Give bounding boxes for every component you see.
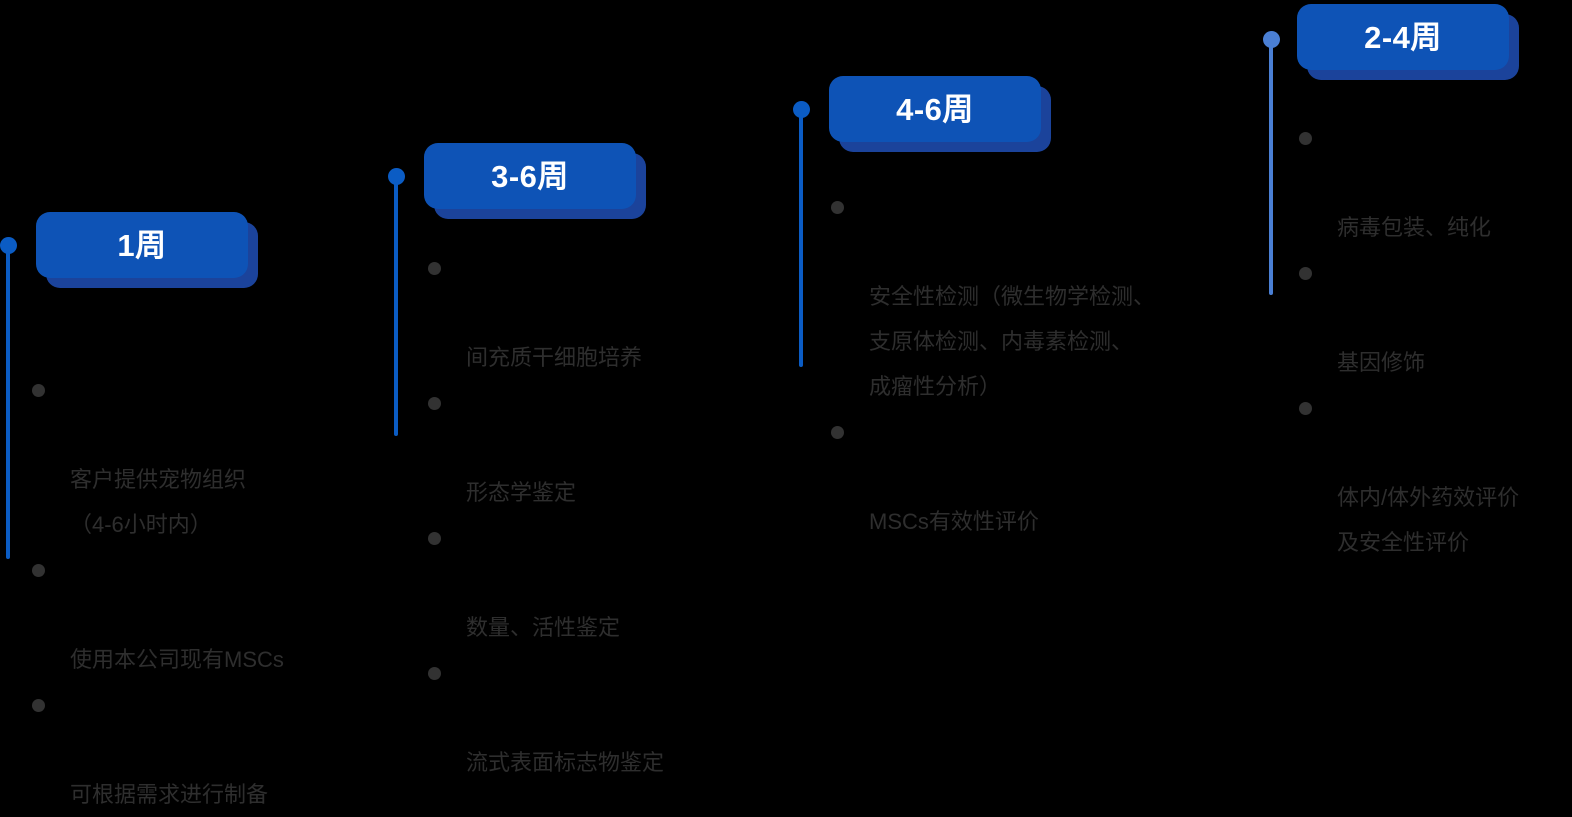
bullet-dot-icon <box>428 667 441 680</box>
timeline-node-dot-1 <box>0 237 17 254</box>
list-item: 流式表面标志物鉴定 <box>428 650 758 785</box>
list-item-text: 形态学鉴定 <box>466 480 577 505</box>
stage-item-list-2: 间充质干细胞培养 形态学鉴定 数量、活性鉴定 流式表面标志物鉴定 <box>428 245 758 785</box>
bullet-dot-icon <box>1299 132 1312 145</box>
bullet-dot-icon <box>428 532 441 545</box>
list-item: 病毒包装、纯化 <box>1299 115 1572 250</box>
stage-badge-body-4: 2-4周 <box>1297 4 1509 70</box>
stage-badge-2[interactable]: 3-6周 <box>424 143 646 219</box>
list-item: 安全性检测（微生物学检测、 支原体检测、内毒素检测、 成瘤性分析） <box>831 184 1221 409</box>
stage-badge-body-1: 1周 <box>36 212 248 278</box>
stage-badge-4[interactable]: 2-4周 <box>1297 4 1519 80</box>
list-item-text: MSCs有效性评价 <box>869 509 1039 534</box>
list-item: 基因修饰 <box>1299 250 1572 385</box>
timeline-node-dot-2 <box>387 168 405 185</box>
list-item: 数量、活性鉴定 <box>428 515 758 650</box>
stage-badge-3[interactable]: 4-6周 <box>829 76 1051 152</box>
stage-badge-label-4: 2-4周 <box>1364 19 1442 55</box>
stage-badge-label-3: 4-6周 <box>896 91 974 127</box>
list-item: 体内/体外药效评价 及安全性评价 <box>1299 385 1572 565</box>
list-item-text: 流式表面标志物鉴定 <box>466 750 665 775</box>
bullet-dot-icon <box>32 564 45 577</box>
stage-badge-label-2: 3-6周 <box>491 158 569 194</box>
timeline-connector-2 <box>387 168 405 436</box>
stage-badge-body-3: 4-6周 <box>829 76 1041 142</box>
stage-badge-label-1: 1周 <box>117 227 167 263</box>
bullet-dot-icon <box>1299 267 1312 280</box>
list-item: 客户提供宠物组织 （4-6小时内） <box>32 367 362 547</box>
bullet-dot-icon <box>831 426 844 439</box>
list-item-text: 数量、活性鉴定 <box>466 615 621 640</box>
bullet-dot-icon <box>831 201 844 214</box>
list-item: MSCs有效性评价 <box>831 409 1221 544</box>
list-item-text: 使用本公司现有MSCs <box>70 647 284 672</box>
stage-badge-1[interactable]: 1周 <box>36 212 258 288</box>
bullet-dot-icon <box>32 699 45 712</box>
list-item-text: 安全性检测（微生物学检测、 支原体检测、内毒素检测、 成瘤性分析） <box>869 284 1156 399</box>
stage-item-list-3: 安全性检测（微生物学检测、 支原体检测、内毒素检测、 成瘤性分析） MSCs有效… <box>831 184 1221 544</box>
timeline-connector-3 <box>792 101 810 367</box>
timeline-node-dot-4 <box>1262 31 1280 48</box>
list-item-text: 基因修饰 <box>1337 350 1426 375</box>
list-item-text: 病毒包装、纯化 <box>1337 215 1492 240</box>
list-item-text: 体内/体外药效评价 及安全性评价 <box>1337 485 1520 555</box>
bullet-dot-icon <box>428 397 441 410</box>
stage-item-list-1: 客户提供宠物组织 （4-6小时内） 使用本公司现有MSCs 可根据需求进行制备 <box>32 367 362 817</box>
list-item-text: 客户提供宠物组织 （4-6小时内） <box>70 467 247 537</box>
list-item-text: 可根据需求进行制备 <box>70 782 269 807</box>
list-item: 使用本公司现有MSCs <box>32 547 362 682</box>
stage-item-list-4: 病毒包装、纯化 基因修饰 体内/体外药效评价 及安全性评价 <box>1299 115 1572 565</box>
timeline-connector-1 <box>0 237 17 559</box>
timeline-node-dot-3 <box>792 101 810 118</box>
list-item: 间充质干细胞培养 <box>428 245 758 380</box>
list-item-text: 间充质干细胞培养 <box>466 345 643 370</box>
bullet-dot-icon <box>1299 402 1312 415</box>
bullet-dot-icon <box>428 262 441 275</box>
list-item: 可根据需求进行制备 <box>32 682 362 817</box>
bullet-dot-icon <box>32 384 45 397</box>
list-item: 形态学鉴定 <box>428 380 758 515</box>
timeline-connector-4 <box>1262 31 1280 295</box>
stage-badge-body-2: 3-6周 <box>424 143 636 209</box>
